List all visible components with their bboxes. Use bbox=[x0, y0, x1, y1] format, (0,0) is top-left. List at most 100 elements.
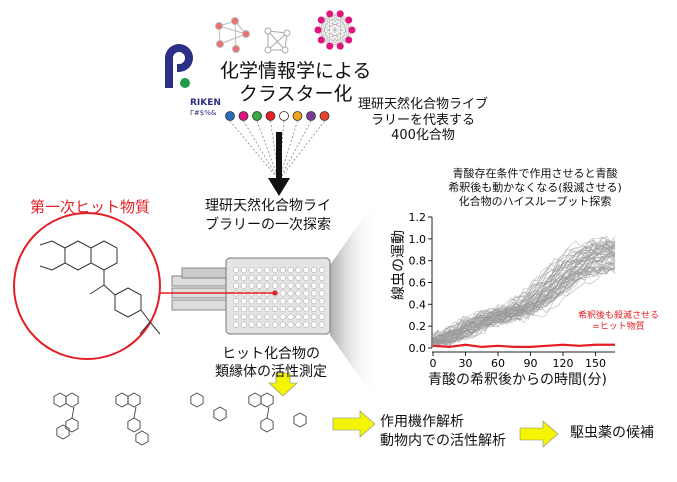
well bbox=[248, 313, 255, 320]
x-tick-label: 0 bbox=[430, 357, 437, 370]
well bbox=[287, 313, 294, 320]
well bbox=[310, 321, 318, 328]
well bbox=[264, 321, 271, 328]
well bbox=[303, 321, 310, 328]
well bbox=[279, 298, 286, 305]
in-vivo-analysis-text: 動物内での活性解析 bbox=[380, 432, 506, 449]
network-edge bbox=[329, 29, 353, 47]
well bbox=[271, 274, 279, 281]
well bbox=[287, 266, 294, 274]
well bbox=[256, 321, 263, 328]
y-tick-label: 0.0 bbox=[409, 342, 427, 355]
control-series-line bbox=[432, 242, 616, 343]
mechanism-analysis-text: 作用機作解析 bbox=[380, 414, 464, 430]
well bbox=[240, 305, 247, 313]
well bbox=[248, 305, 255, 313]
cluster-dot bbox=[265, 111, 276, 121]
control-series-line bbox=[432, 235, 616, 341]
well bbox=[279, 305, 286, 313]
well bbox=[248, 321, 255, 328]
microplate-wells bbox=[232, 266, 325, 328]
well bbox=[279, 313, 286, 320]
y-tick-label: 1.2 bbox=[409, 211, 427, 224]
well bbox=[318, 313, 325, 320]
well bbox=[240, 282, 247, 289]
fan-line bbox=[256, 120, 280, 181]
chart-y-label: 線虫の運動 bbox=[391, 230, 407, 300]
fan-line bbox=[229, 120, 280, 181]
well bbox=[232, 298, 240, 305]
well bbox=[303, 305, 310, 313]
well bbox=[310, 282, 318, 289]
network-edge bbox=[317, 29, 341, 47]
well bbox=[279, 290, 286, 297]
bond bbox=[71, 406, 75, 419]
ring bbox=[260, 392, 274, 408]
network-edge bbox=[321, 13, 330, 41]
candidate-label: 駆虫薬の候補 bbox=[570, 425, 654, 441]
chart-title: 青酸存在条件で作用させると青酸 希釈後も動かなくなる(殺滅させる) 化合物のハイ… bbox=[420, 167, 650, 208]
well bbox=[303, 266, 310, 274]
y-tick-label: 0.4 bbox=[409, 298, 427, 311]
well bbox=[295, 290, 302, 297]
network-node bbox=[314, 26, 322, 34]
control-series-line bbox=[432, 241, 616, 341]
well bbox=[271, 321, 279, 328]
ring bbox=[213, 406, 227, 422]
x-tick-label: 60 bbox=[491, 357, 505, 370]
zoom-cone bbox=[330, 200, 376, 400]
well bbox=[287, 305, 294, 313]
well bbox=[264, 298, 271, 305]
control-series-line bbox=[432, 255, 616, 343]
well bbox=[295, 282, 302, 289]
ring bbox=[56, 424, 70, 440]
well bbox=[256, 282, 263, 289]
y-tick-label: 0.2 bbox=[409, 320, 427, 333]
well bbox=[318, 305, 325, 313]
chart-title-line3: 化合物のハイスループット探索 bbox=[458, 194, 612, 208]
y-tick-label: 0.8 bbox=[409, 255, 427, 268]
well bbox=[310, 290, 318, 297]
analog-line1: ヒット化合物の bbox=[222, 346, 320, 362]
network-node bbox=[317, 36, 325, 44]
primary-screen-label: 理研天然化合物ライ ブラリーの一次探索 bbox=[205, 197, 331, 235]
hit-well-marker bbox=[272, 290, 278, 296]
network-edge bbox=[321, 19, 349, 41]
well bbox=[264, 266, 271, 274]
network-edge bbox=[321, 19, 330, 47]
x-tick-label: 120 bbox=[553, 357, 574, 370]
network-edge bbox=[329, 19, 349, 47]
y-tick-label: 0.6 bbox=[409, 277, 427, 290]
control-series-line bbox=[432, 251, 616, 342]
ring bbox=[127, 392, 141, 408]
chart-title-line2: 希釈後も動かなくなる(殺滅させる) bbox=[448, 180, 622, 194]
network-node bbox=[317, 16, 325, 24]
clustering-line1: 化学情報学による bbox=[220, 60, 372, 82]
well bbox=[256, 305, 263, 313]
riken-logo bbox=[165, 44, 193, 88]
well bbox=[303, 313, 310, 320]
well bbox=[240, 266, 247, 274]
network-node bbox=[348, 26, 356, 34]
well bbox=[248, 282, 255, 289]
analog-line2: 類縁体の活性測定 bbox=[215, 364, 327, 381]
network-edge bbox=[340, 19, 349, 47]
control-series-line bbox=[432, 268, 616, 344]
well bbox=[303, 298, 310, 305]
network-edge bbox=[317, 19, 349, 31]
yellow-right-arrow-icon bbox=[332, 410, 376, 438]
well bbox=[279, 266, 286, 274]
well bbox=[271, 298, 279, 305]
well bbox=[310, 298, 318, 305]
network-edge bbox=[317, 13, 341, 31]
ring bbox=[127, 417, 141, 433]
yellow-right-arrow-icon bbox=[519, 420, 559, 448]
well bbox=[248, 298, 255, 305]
well bbox=[303, 282, 310, 289]
network-node bbox=[345, 16, 353, 24]
hit-highlight-circle bbox=[13, 212, 161, 360]
well bbox=[256, 274, 263, 281]
well bbox=[310, 266, 318, 274]
control-series-line bbox=[432, 267, 616, 346]
